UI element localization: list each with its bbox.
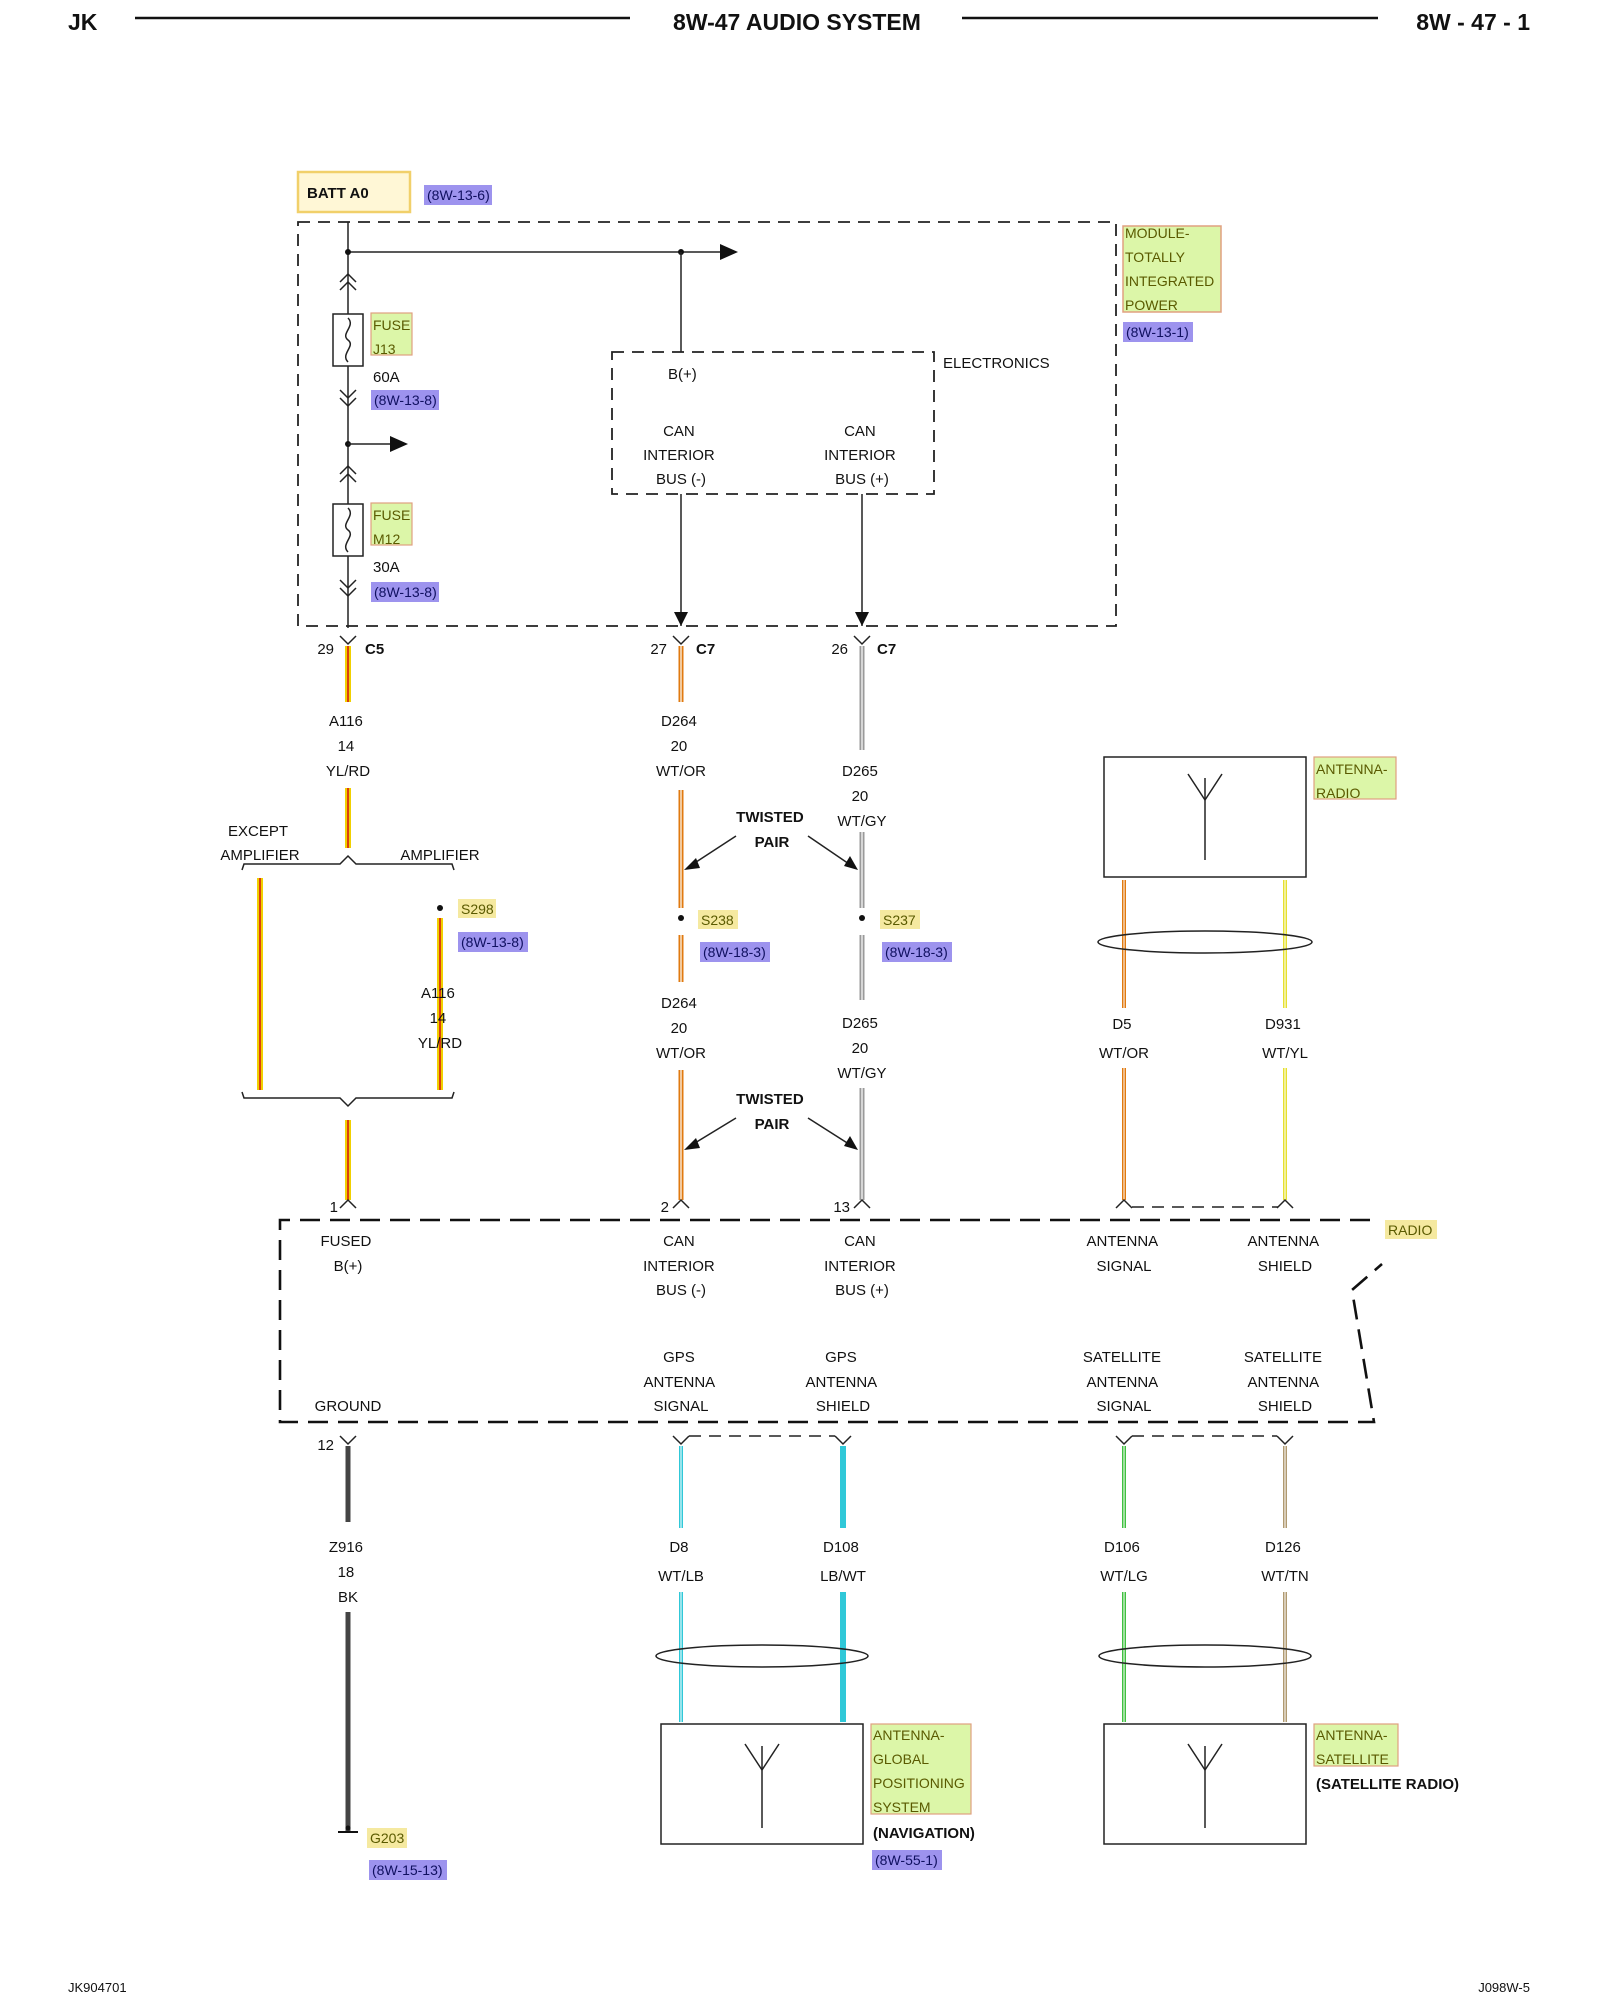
twisted-pair-label-top: TWISTED PAIR	[736, 809, 808, 851]
wire-d265-top-label: D265 20 WT/GY	[837, 763, 886, 830]
svg-text:12: 12	[317, 1437, 334, 1454]
wire-d108-label: D108 LB/WT	[820, 1539, 866, 1585]
page-header: JK 8W-47 AUDIO SYSTEM 8W - 47 - 1	[68, 9, 1530, 35]
radio-sat-signal: SATELLITE ANTENNA SIGNAL	[1083, 1349, 1165, 1415]
svg-text:29: 29	[317, 641, 334, 658]
antenna-satellite[interactable]: ANTENNA- SATELLITE (SATELLITE RADIO)	[1103, 1723, 1459, 1845]
wire-d264-bot-label: D264 20 WT/OR	[656, 995, 706, 1062]
wires: A116 14 YL/RD EXCEPT AMPLIFIER AMPLIFIER…	[220, 646, 1313, 1208]
coax-shield-satellite	[1098, 1644, 1312, 1668]
footer-right: J098W-5	[1478, 1980, 1530, 1995]
splice-s298[interactable]: S298	[461, 901, 494, 917]
radio-antenna-shield: ANTENNA SHIELD	[1247, 1233, 1322, 1275]
connector-c7-pin27[interactable]: C7	[696, 641, 715, 658]
power-section: BATT A0 (8W-13-6) MODULE- TOTALLY INTEGR…	[296, 170, 1222, 628]
wire-d5-label: D5 WT/OR	[1099, 1016, 1149, 1062]
wire-z916-label: Z916 18 BK	[329, 1539, 367, 1606]
radio-name[interactable]: RADIO	[1388, 1222, 1432, 1238]
wire-d265-bot-label: D265 20 WT/GY	[837, 1015, 886, 1082]
fuse-j13-ref[interactable]: (8W-13-8)	[374, 392, 437, 408]
radio-gps-shield: GPS ANTENNA SHIELD	[805, 1349, 880, 1415]
radio-fused-bplus: FUSED B(+)	[320, 1233, 375, 1275]
radio-antenna-signal: ANTENNA SIGNAL	[1086, 1233, 1161, 1275]
splice-s238[interactable]: S238	[701, 912, 734, 928]
antenna-satellite-note: (SATELLITE RADIO)	[1316, 1776, 1459, 1793]
electronics-outline	[611, 351, 935, 495]
fuse-m12-ref[interactable]: (8W-13-8)	[374, 584, 437, 600]
svg-text:13: 13	[833, 1199, 850, 1216]
antenna-gps[interactable]: ANTENNA- GLOBAL POSITIONING SYSTEM (NAVI…	[660, 1723, 975, 1870]
antenna-gps-note: (NAVIGATION)	[873, 1825, 975, 1842]
wire-d931-label: D931 WT/YL	[1262, 1016, 1308, 1062]
radio-outline	[278, 1218, 1383, 1424]
tip-module-outline	[297, 221, 1117, 627]
fuse-m12-label[interactable]: FUSE M12	[373, 507, 414, 547]
page-title: 8W-47 AUDIO SYSTEM	[673, 9, 921, 35]
coax-shield-gps	[655, 1644, 869, 1668]
svg-text:1: 1	[330, 1199, 338, 1216]
wire-a116-top-label: A116 14 YL/RD	[326, 713, 370, 780]
connectors: 29 C5 27 C7 26 C7	[317, 635, 896, 658]
svg-text:26: 26	[831, 641, 848, 658]
splice-s237[interactable]: S237	[883, 912, 916, 928]
wire-d264-top-label: D264 20 WT/OR	[656, 713, 706, 780]
antenna-radio[interactable]: ANTENNA- RADIO	[1103, 756, 1397, 878]
ground-g203[interactable]: G203	[370, 1830, 404, 1846]
radio-ground: GROUND	[315, 1398, 382, 1415]
tip-can-plus: CAN INTERIOR BUS (+)	[824, 423, 900, 488]
lower-wires: Z916 18 BK G203 (8W-15-13) D8 WT/LB D108…	[329, 1446, 1312, 1880]
antenna-radio-label: ANTENNA- RADIO	[1316, 761, 1391, 801]
header-left: JK	[68, 9, 98, 35]
splice-s298-ref[interactable]: (8W-13-8)	[461, 934, 524, 950]
tip-can-minus: CAN INTERIOR BUS (-)	[643, 423, 719, 488]
antenna-satellite-label: ANTENNA- SATELLITE	[1316, 1727, 1391, 1767]
antenna-gps-ref[interactable]: (8W-55-1)	[875, 1852, 938, 1868]
fuse-m12-rating: 30A	[373, 559, 400, 576]
wire-d126-label: D126 WT/TN	[1261, 1539, 1308, 1585]
batt-label: BATT A0	[307, 185, 369, 202]
fuse-j13-rating: 60A	[373, 369, 400, 386]
page-number: 8W - 47 - 1	[1416, 9, 1530, 35]
svg-text:27: 27	[650, 641, 667, 658]
wire-d8-label: D8 WT/LB	[658, 1539, 704, 1585]
radio-can-plus: CAN INTERIOR BUS (+)	[824, 1233, 900, 1299]
svg-text:2: 2	[661, 1199, 669, 1216]
connector-c7-pin26[interactable]: C7	[877, 641, 896, 658]
radio-gps-signal: GPS ANTENNA SIGNAL	[643, 1349, 718, 1415]
batt-ref[interactable]: (8W-13-6)	[427, 187, 490, 203]
electronics-bplus: B(+)	[668, 366, 697, 383]
splice-s238-ref[interactable]: (8W-18-3)	[703, 944, 766, 960]
branch-amplifier: AMPLIFIER	[400, 847, 479, 864]
radio-can-minus: CAN INTERIOR BUS (-)	[643, 1233, 719, 1299]
radio-module: RADIO 1 2 13 FUSED B(+) CAN INTERIOR BUS…	[278, 1198, 1437, 1454]
tip-module-name[interactable]: MODULE- TOTALLY INTEGRATED POWER	[1125, 225, 1218, 313]
electronics-label: ELECTRONICS	[943, 355, 1050, 372]
splice-s237-ref[interactable]: (8W-18-3)	[885, 944, 948, 960]
branch-except-amplifier: EXCEPT AMPLIFIER	[220, 823, 299, 864]
wire-d106-label: D106 WT/LG	[1100, 1539, 1148, 1585]
footer-left: JK904701	[68, 1980, 127, 1995]
wire-a116-mid-label: A116 14 YL/RD	[418, 985, 462, 1052]
twisted-pair-label-bottom: TWISTED PAIR	[736, 1091, 808, 1133]
ground-g203-ref[interactable]: (8W-15-13)	[372, 1862, 443, 1878]
wire-a116[interactable]	[257, 646, 443, 1200]
fuse-j13-label[interactable]: FUSE J13	[373, 317, 414, 357]
coax-shield-radio	[1097, 930, 1313, 954]
connector-c5[interactable]: C5	[365, 641, 384, 658]
page-footer: JK904701 J098W-5	[68, 1980, 1530, 1995]
radio-sat-shield: SATELLITE ANTENNA SHIELD	[1244, 1349, 1326, 1415]
antenna-gps-label: ANTENNA- GLOBAL POSITIONING SYSTEM	[873, 1727, 969, 1815]
tip-module-ref[interactable]: (8W-13-1)	[1126, 324, 1189, 340]
